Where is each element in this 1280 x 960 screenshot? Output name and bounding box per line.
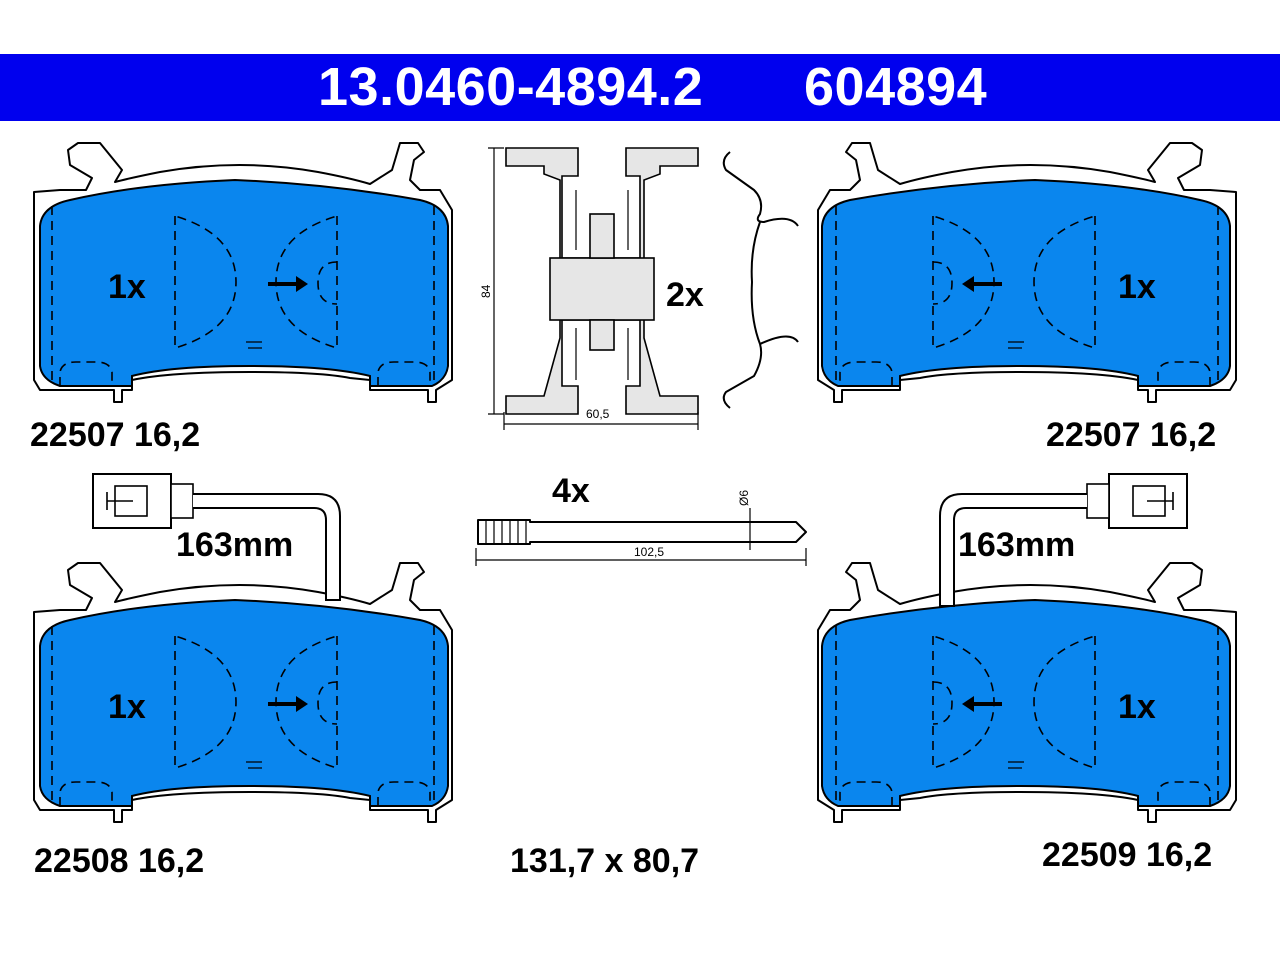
- pad-label-bottom-left: 22508 16,2: [34, 842, 204, 880]
- pad-qty-top-left: 1x: [108, 268, 146, 306]
- brake-pad-top-right: 1x 22507 16,2: [817, 142, 1237, 454]
- header-bar: 13.0460-4894.2 604894: [0, 54, 1280, 121]
- wear-sensor-connector-right: [1086, 473, 1188, 529]
- spring-height-dim: 84: [479, 284, 493, 298]
- pad-label-top-right: 22507 16,2: [1046, 416, 1216, 454]
- pad-qty-bottom-left: 1x: [108, 688, 146, 726]
- wear-sensor-wire-right: [939, 493, 1087, 607]
- brake-pad-top-left: 1x 22507 16,2: [30, 142, 453, 454]
- wear-sensor-connector-left: [92, 473, 194, 529]
- pin-length-dim: 102,5: [634, 545, 664, 559]
- pin-diameter-dim: Ø6: [737, 490, 751, 506]
- wire-length-right: 163mm: [958, 526, 1075, 564]
- guide-pin: 102,5 Ø6 4x: [475, 472, 807, 566]
- brake-pad-bottom-left: 163mm 1x 22508 16,2: [33, 473, 453, 880]
- pin-qty: 4x: [552, 472, 590, 510]
- part-number: 13.0460-4894.2: [318, 57, 704, 117]
- reference-number: 604894: [804, 57, 988, 117]
- pad-qty-top-right: 1x: [1118, 268, 1156, 306]
- spring-width-dim: 60,5: [586, 407, 610, 421]
- spring-qty: 2x: [666, 276, 704, 314]
- wear-sensor-wire-left: [193, 493, 341, 601]
- pad-size-dimensions: 131,7 x 80,7: [510, 842, 699, 880]
- anti-rattle-spring: 84 60,5 2x: [479, 147, 799, 430]
- wire-length-left: 163mm: [176, 526, 293, 564]
- pad-label-bottom-right: 22509 16,2: [1042, 836, 1212, 874]
- brake-pad-bottom-right: 163mm 1x 22509 16,2: [817, 473, 1237, 874]
- pad-label-top-left: 22507 16,2: [30, 416, 200, 454]
- pad-qty-bottom-right: 1x: [1118, 688, 1156, 726]
